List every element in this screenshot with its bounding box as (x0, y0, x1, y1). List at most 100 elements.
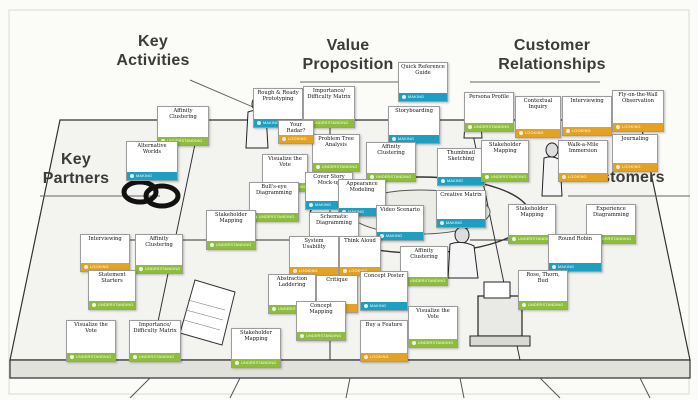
category-tag: LOOKING (613, 163, 657, 171)
category-label: MAKING (446, 221, 463, 225)
category-label: UNDERSTANDING (410, 279, 446, 283)
category-tag: LOOKING (516, 129, 560, 137)
category-tag: LOOKING (613, 123, 663, 131)
category-tag: MAKING (306, 201, 352, 209)
header-key-activities: Key Activities (116, 33, 190, 69)
method-card-title: Affinity Clustering (410, 248, 438, 260)
category-label: LOOKING (90, 265, 109, 269)
category-icon (70, 355, 74, 359)
category-tag: UNDERSTANDING (232, 359, 280, 367)
method-card-title: Round Robin (557, 236, 593, 242)
category-icon (316, 165, 320, 169)
category-tag: UNDERSTANDING (409, 339, 457, 347)
method-card-title: Critique (326, 277, 348, 283)
category-icon (364, 355, 368, 359)
method-card-title: Importance/ Difficulty Matrix (133, 322, 177, 334)
category-tag: LOOKING (279, 135, 313, 143)
category-label: UNDERSTANDING (313, 121, 349, 125)
method-card-title: Schematic Diagramming (316, 214, 352, 226)
category-icon (343, 269, 347, 273)
header-customer-relationships: Customer Relationships (498, 37, 606, 73)
method-card-title: Interviewing (570, 98, 604, 104)
category-label: UNDERSTANDING (596, 237, 632, 241)
category-tag: UNDERSTANDING (297, 332, 345, 340)
method-card-title: Affinity Clustering (169, 108, 197, 120)
method-card-title: Affinity Clustering (377, 144, 405, 156)
method-card-title: Problem Tree Analysis (318, 136, 354, 148)
header-key-partners: Key Partners (42, 151, 110, 187)
category-icon (440, 221, 444, 225)
category-icon (468, 125, 472, 129)
method-card-title: Buy a Feature (365, 322, 403, 328)
method-card-title: Stakeholder Mapping (240, 330, 272, 342)
category-tag: UNDERSTANDING (313, 163, 359, 171)
method-card-title: Journaling (621, 136, 649, 142)
category-label: UNDERSTANDING (167, 139, 203, 143)
method-card-title: Stakeholder Mapping (489, 142, 521, 154)
category-label: UNDERSTANDING (241, 361, 277, 365)
category-icon (84, 265, 88, 269)
category-label: MAKING (447, 179, 464, 183)
category-icon (380, 234, 384, 238)
category-label: UNDERSTANDING (139, 355, 175, 359)
header-value-proposition: Value Proposition (302, 37, 394, 73)
method-card-title: Persona Profile (469, 94, 509, 100)
method-card-title: Statement Starters (98, 272, 126, 284)
category-label: MAKING (315, 203, 332, 207)
method-card-title: Alternative Worlds (137, 143, 167, 155)
method-card-title: Concept Mapping (309, 303, 333, 315)
category-tag: MAKING (389, 135, 439, 143)
category-icon (210, 243, 214, 247)
method-card-title: Concept Poster (363, 273, 405, 279)
category-tag: LOOKING (559, 173, 607, 181)
category-tag: MAKING (361, 302, 407, 310)
method-card-title: Experience Diagramming (593, 206, 629, 218)
method-card-title: Storyboarding (395, 108, 433, 114)
category-tag: MAKING (127, 172, 177, 180)
category-icon (293, 269, 297, 273)
method-card-title: Stakeholder Mapping (215, 212, 247, 224)
category-tag: MAKING (399, 93, 447, 101)
method-card-title: Walk-a-Mile Immersion (567, 142, 599, 154)
category-icon (130, 174, 134, 178)
category-icon (300, 334, 304, 338)
method-card-title: Thumbnail Sketching (446, 150, 476, 162)
category-label: UNDERSTANDING (474, 125, 510, 129)
category-label: MAKING (370, 304, 387, 308)
category-label: LOOKING (299, 269, 318, 273)
category-label: LOOKING (622, 125, 641, 129)
category-label: UNDERSTANDING (418, 341, 454, 345)
method-card-title: Importance/ Difficulty Matrix (307, 88, 351, 100)
category-icon (272, 307, 276, 311)
category-icon (139, 267, 143, 271)
category-label: LOOKING (568, 175, 587, 179)
category-tag: UNDERSTANDING (465, 123, 513, 131)
category-tag: LOOKING (563, 127, 611, 135)
category-icon (441, 179, 445, 183)
category-label: UNDERSTANDING (306, 334, 342, 338)
